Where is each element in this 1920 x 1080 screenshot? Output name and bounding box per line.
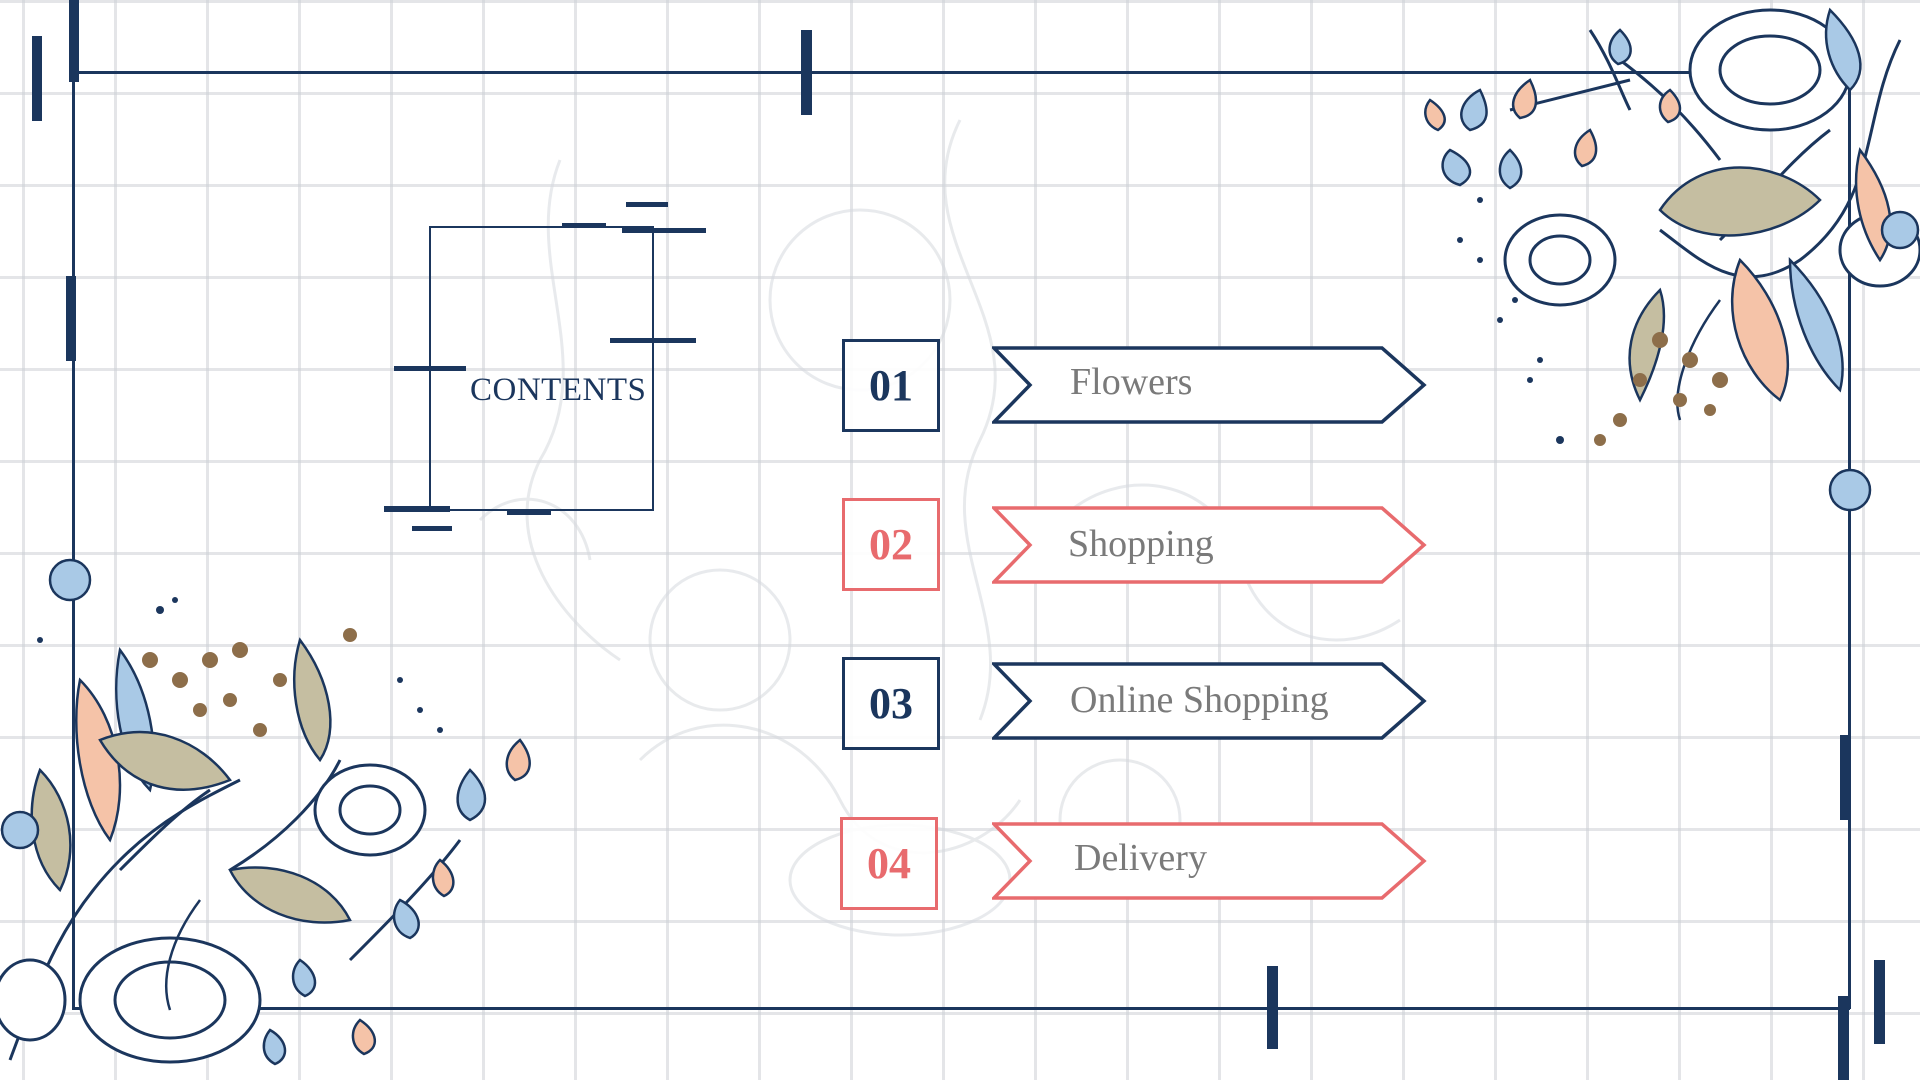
slide-title: CONTENTS (470, 372, 647, 408)
item-number-badge: 02 (842, 498, 940, 591)
item-number-badge: 04 (840, 817, 938, 910)
item-label-arrow (992, 662, 1427, 740)
frame-tick (1838, 996, 1849, 1080)
frame-tick (801, 30, 812, 115)
floral-corner-top-right (1424, 7, 1920, 512)
contents-frame-tick (610, 338, 696, 343)
frame-tick (1840, 735, 1851, 820)
frame-bottom-line (72, 1007, 1850, 1010)
item-label-arrow (992, 506, 1427, 584)
contents-frame-tick (394, 366, 466, 371)
contents-frame-tick (626, 202, 668, 207)
frame-right-line (1848, 71, 1851, 1009)
item-label[interactable]: Shopping (1068, 523, 1214, 565)
contents-frame-tick (622, 228, 706, 233)
contents-frame-tick (412, 526, 452, 531)
frame-tick (66, 276, 76, 361)
item-label[interactable]: Online Shopping (1070, 679, 1329, 721)
contents-frame-tick (384, 506, 450, 512)
item-number-badge: 01 (842, 339, 940, 432)
item-label-arrow (992, 822, 1427, 900)
item-label[interactable]: Flowers (1070, 361, 1193, 403)
item-number-badge: 03 (842, 657, 940, 750)
item-label[interactable]: Delivery (1074, 837, 1207, 879)
frame-tick (1874, 960, 1885, 1044)
floral-corner-bottom-left (0, 558, 531, 1066)
frame-tick (32, 36, 42, 121)
frame-top-line (72, 71, 1850, 74)
contents-frame-tick (507, 510, 551, 515)
frame-left-line (72, 71, 75, 1009)
contents-frame-tick (562, 223, 606, 228)
item-label-arrow (992, 346, 1427, 424)
frame-tick (69, 0, 79, 82)
frame-tick (1267, 966, 1278, 1049)
